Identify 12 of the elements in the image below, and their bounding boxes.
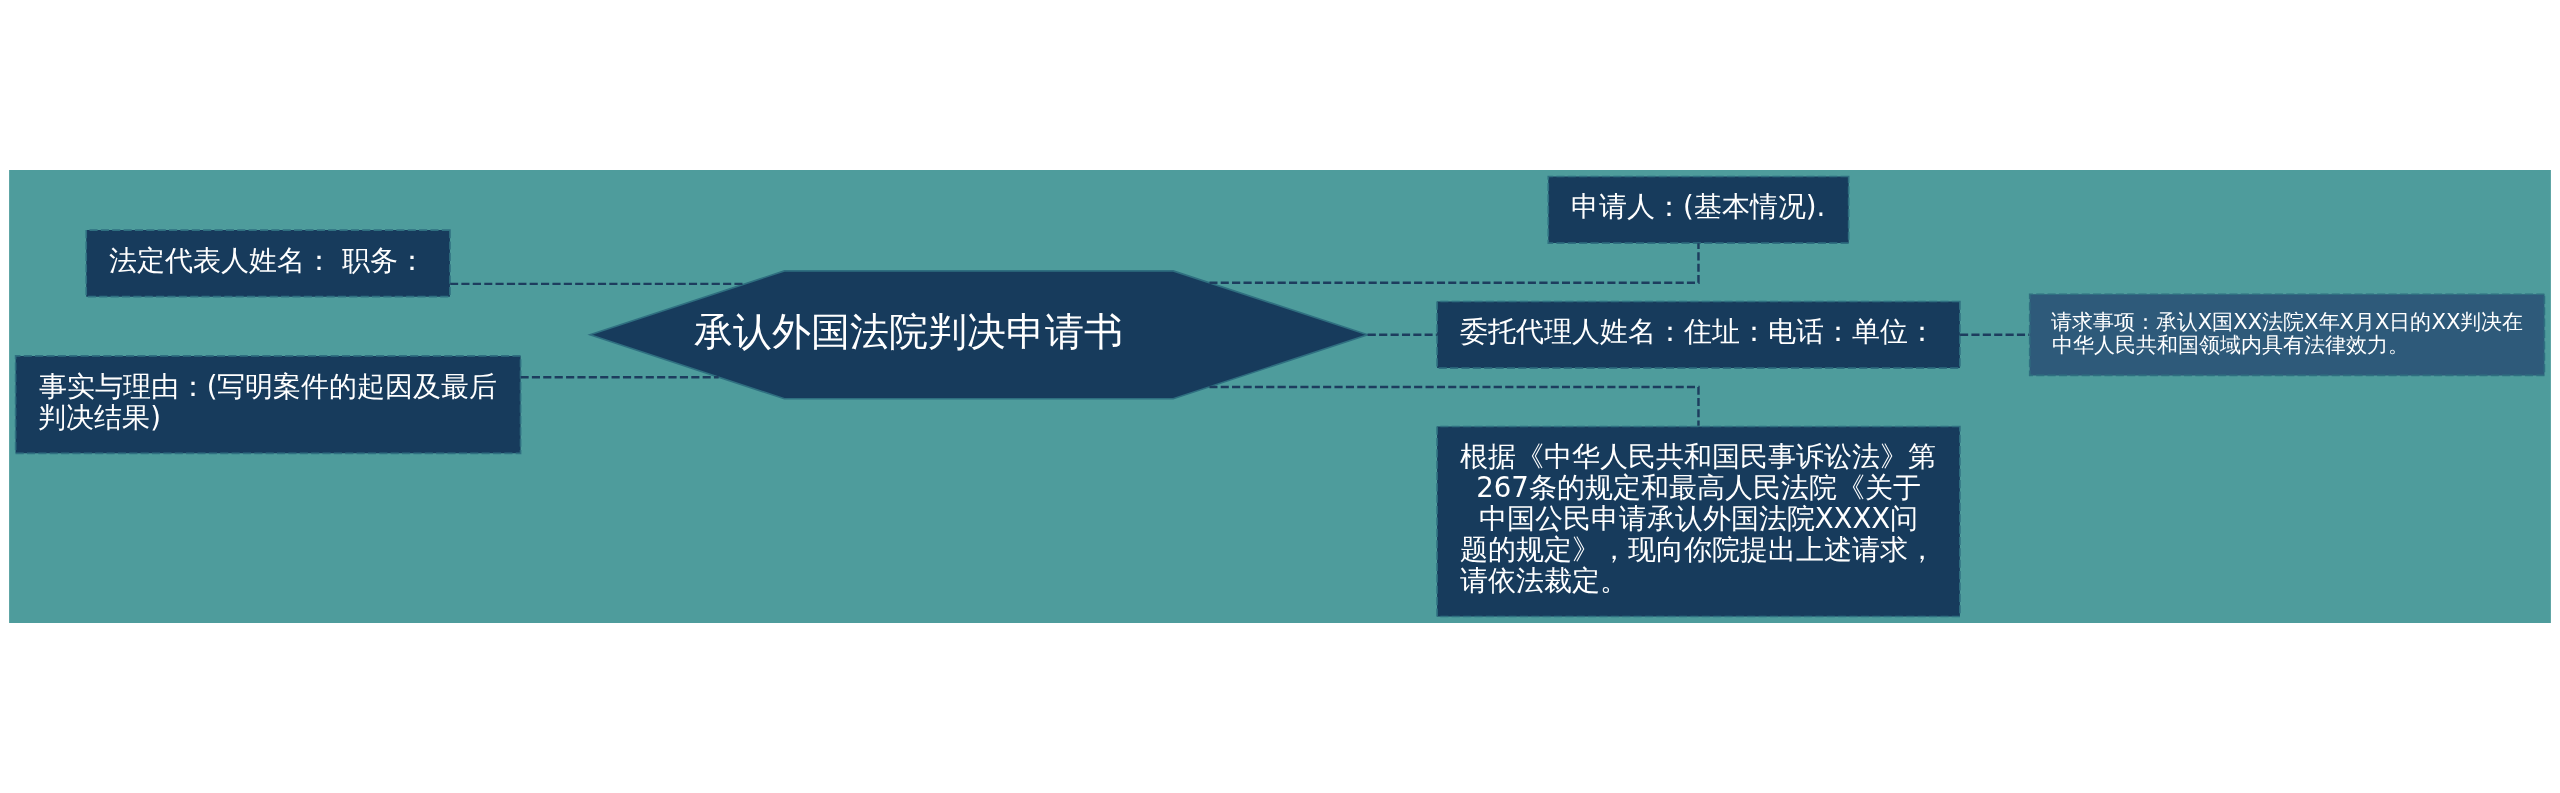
connector [1209, 385, 1700, 426]
node-box: 请求事项：承认X国XX法院X年X月X日的XX判决在中华人民共和国领域内具有法律效力。 [2028, 293, 2546, 377]
connector [1367, 333, 1437, 337]
node-box: 法定代表人姓名： 职务： [85, 229, 451, 298]
node-box: 事实与理由：(写明案件的起因及最后判决结果) [14, 355, 522, 455]
node-box: 委托代理人姓名：住址：电话：单位： [1436, 300, 1961, 369]
connector [1960, 333, 2030, 337]
node-box: 申请人：(基本情况). [1547, 175, 1850, 244]
connector [1209, 243, 1700, 284]
node-box: 根据《中华人民共和国民事诉讼法》第267条的规定和最高人民法院《关于中国公民申请承认外国法院XXXX问题的规定》，现向你院提出上述请求，请依法裁定。 [1436, 425, 1961, 618]
connector [450, 282, 745, 286]
connector [520, 375, 719, 379]
